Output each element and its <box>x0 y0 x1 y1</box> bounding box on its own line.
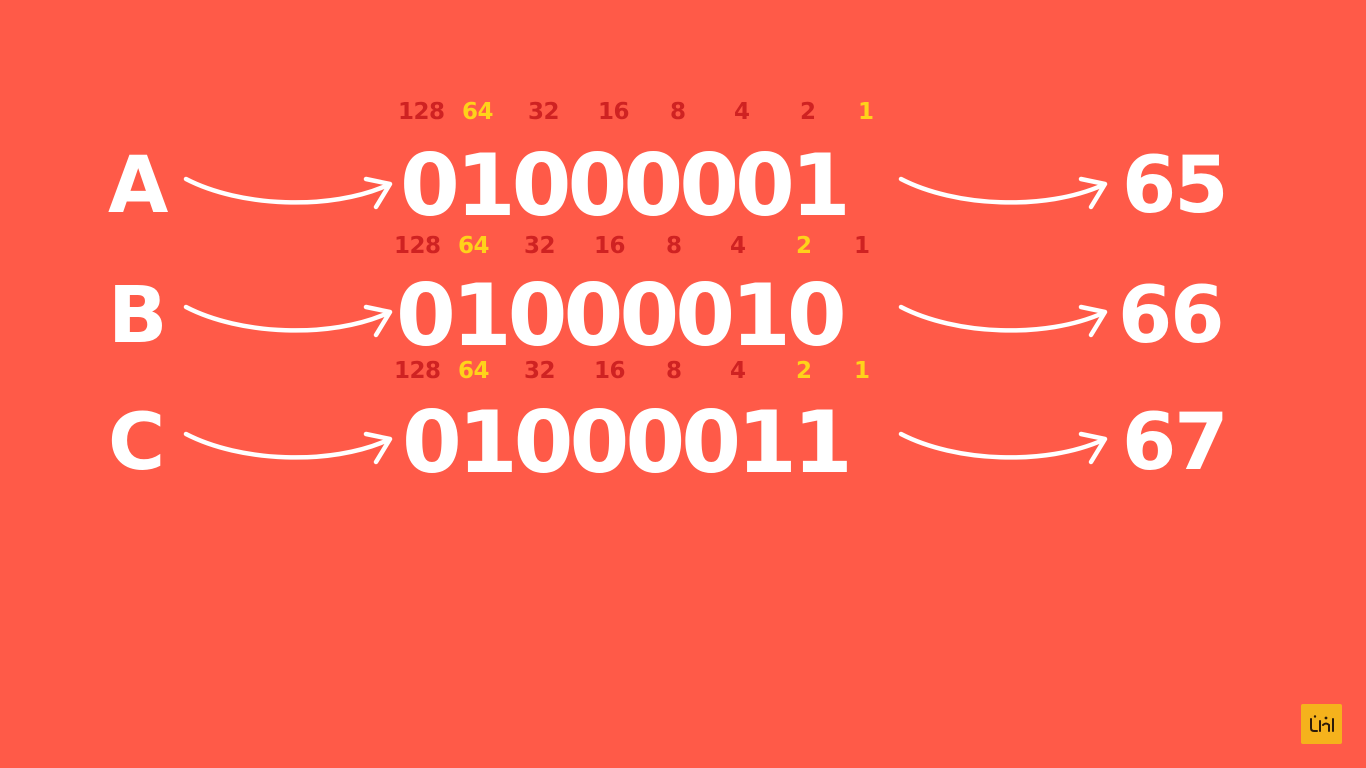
weight-1: 1 <box>858 99 874 125</box>
character-label: C <box>108 398 166 488</box>
arrow-right-icon <box>183 176 393 210</box>
channel-logo-icon <box>1301 704 1342 744</box>
weight-32: 32 <box>528 99 560 125</box>
arrow-right-icon <box>898 304 1108 338</box>
weight-8: 8 <box>670 99 686 125</box>
character-label: A <box>108 141 169 231</box>
weight-16: 16 <box>594 233 626 259</box>
arrow-right-icon <box>898 431 1108 465</box>
weight-2: 2 <box>800 99 816 125</box>
logo-glyph-icon <box>1309 715 1334 732</box>
weight-4: 4 <box>730 358 746 384</box>
decimal-value: 66 <box>1118 271 1225 361</box>
weight-32: 32 <box>524 233 556 259</box>
weight-16: 16 <box>598 99 630 125</box>
weight-16: 16 <box>594 358 626 384</box>
decimal-value: 65 <box>1122 141 1229 231</box>
row-b: 128 64 32 16 8 4 2 1 B 01000010 66 <box>0 231 1366 371</box>
weight-4: 4 <box>734 99 750 125</box>
weight-2: 2 <box>796 358 812 384</box>
weight-1: 1 <box>854 233 870 259</box>
weight-4: 4 <box>730 233 746 259</box>
arrow-right-icon <box>183 304 393 338</box>
arrow-right-icon <box>183 431 393 465</box>
weight-128: 128 <box>394 358 441 384</box>
weight-64: 64 <box>458 233 490 259</box>
weight-2: 2 <box>796 233 812 259</box>
row-c: 128 64 32 16 8 4 2 1 C 01000011 67 <box>0 356 1366 496</box>
weight-128: 128 <box>398 99 445 125</box>
row-a: 128 64 32 16 8 4 2 1 A 01000001 65 <box>0 97 1366 237</box>
arrow-right-icon <box>898 176 1108 210</box>
weight-32: 32 <box>524 358 556 384</box>
character-label: B <box>108 271 168 361</box>
weight-128: 128 <box>394 233 441 259</box>
binary-code: 01000011 <box>402 393 853 493</box>
binary-code: 01000001 <box>400 136 851 236</box>
decimal-value: 67 <box>1122 398 1229 488</box>
weight-8: 8 <box>666 358 682 384</box>
binary-code: 01000010 <box>396 266 847 366</box>
weight-64: 64 <box>462 99 494 125</box>
weight-1: 1 <box>854 358 870 384</box>
weight-8: 8 <box>666 233 682 259</box>
weight-64: 64 <box>458 358 490 384</box>
